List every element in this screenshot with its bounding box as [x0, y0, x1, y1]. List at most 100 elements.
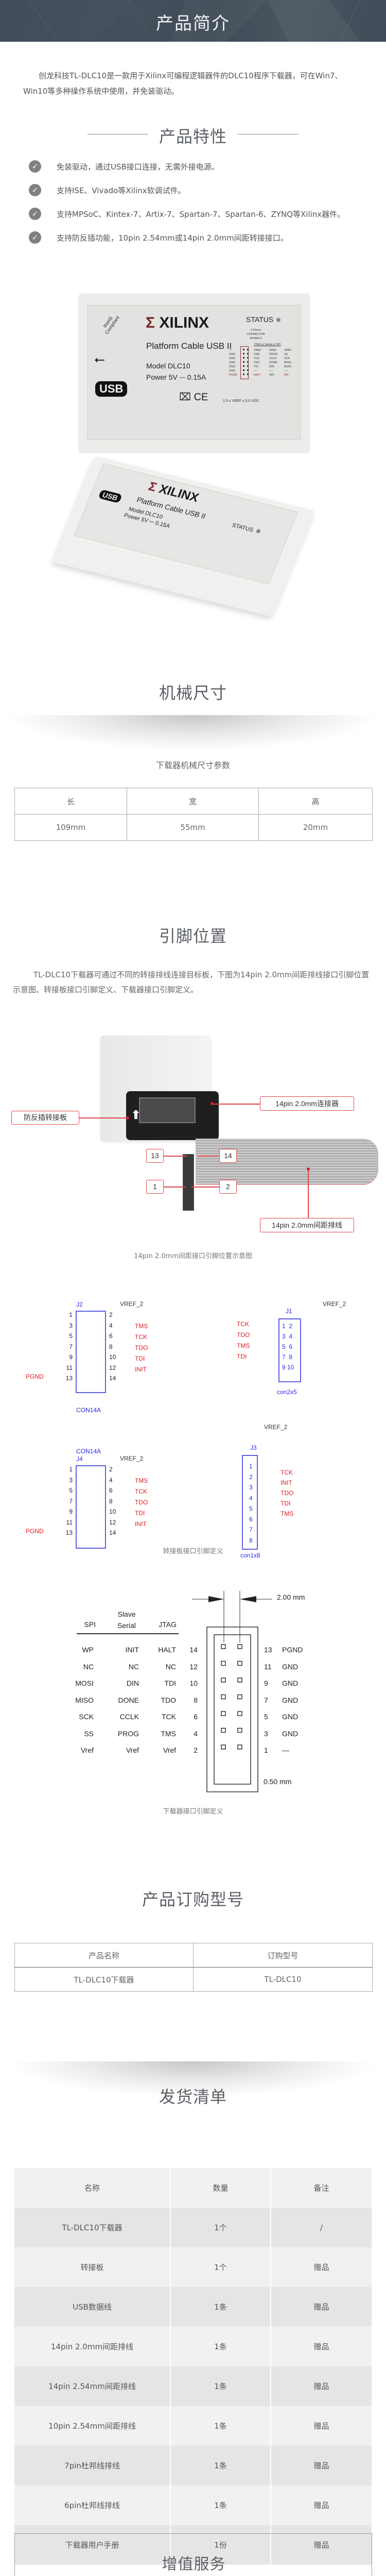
weee-ce-icon: ⌧ CE: [179, 392, 208, 403]
j4-vref: VREF_2: [120, 1455, 144, 1462]
header-pad: [221, 1660, 226, 1666]
pin-number: 2: [109, 1466, 113, 1473]
table-cell: 赠品: [271, 2366, 372, 2406]
pin-number: 4: [249, 1494, 253, 1502]
table-header-cell: 高: [258, 788, 373, 815]
status-led: STATUS: [246, 315, 281, 324]
j1-vref: VREF_2: [323, 1300, 346, 1308]
net-label: TCK: [135, 1333, 147, 1341]
schematic-j2: [76, 1311, 106, 1393]
section-shadow: [5, 2061, 381, 2097]
pin-pair: 1 2: [282, 1323, 293, 1330]
net-label: TDI: [280, 1500, 291, 1507]
table-cell: 转接板: [14, 2247, 171, 2287]
callout-connector: 14pin 2.0mm连接器: [260, 1096, 354, 1111]
pin-number: 7: [249, 1526, 253, 1533]
net-label: TCK: [237, 1320, 249, 1328]
table-cell: 1条: [171, 2287, 271, 2327]
pin-number: 14: [109, 1529, 116, 1536]
callout-cable: 14pin 2.0mm间距排线: [260, 1218, 354, 1232]
col-header-jtag: JTAG: [159, 1620, 177, 1629]
pin-number: 1: [264, 1746, 268, 1754]
table-cell: USB数据线: [14, 2287, 171, 2327]
pin-number: 5: [249, 1505, 253, 1512]
ordering-table: 产品名称 订购型号 TL-DLC10下载器 TL-DLC10: [14, 1943, 373, 1992]
product-photo-angled: Σ XILINX Platform Cable USB II Model DLC…: [52, 451, 315, 617]
net-label: TMS: [237, 1342, 250, 1349]
dimensions-title: 机械尺寸: [159, 683, 227, 703]
j2-part: CON14A: [76, 1406, 101, 1414]
callout-line: [212, 1104, 260, 1105]
check-icon: ✓: [29, 160, 41, 173]
feature-item: ✓支持防反插功能，10pin 2.54mm或14pin 2.0mm间距转接接口。: [29, 226, 369, 249]
table-cell: 7pin杜邦线排线: [14, 2446, 171, 2485]
net-label: TDI: [237, 1353, 247, 1360]
power-label: Power 5V ⎓ 0.15A: [146, 373, 206, 381]
pin-number: 7: [264, 1696, 268, 1704]
pin-number: 2: [249, 1473, 253, 1481]
table-cell: 1个: [171, 2247, 271, 2287]
callout-line: [191, 1187, 219, 1188]
section-shadow: [5, 715, 381, 751]
table-row: 109mm 55mm 20mm: [14, 814, 373, 841]
table-header-cell: 数量: [171, 2168, 271, 2208]
header-pad: [237, 1744, 242, 1750]
dimensions-table: 长 宽 高 109mm 55mm 20mm: [14, 788, 373, 841]
table-cell: 赠品: [271, 2525, 372, 2565]
table-cell: 1条: [171, 2446, 271, 2485]
jtag-signal: TCK: [162, 1713, 176, 1721]
pin-number: 9: [264, 1679, 268, 1687]
table-cell: 55mm: [127, 814, 259, 841]
product-photo-top: RoHS Compliant ⭠ USB Σ XILINX Platform C…: [79, 294, 310, 452]
header-banner: 产品简介: [0, 0, 386, 42]
j3-part: con1x8: [240, 1552, 260, 1559]
table-header-cell: 产品名称: [14, 1943, 194, 1968]
net-label: TCK: [135, 1488, 147, 1495]
pin-number: 4: [109, 1476, 113, 1484]
callout-line: [164, 1156, 187, 1157]
table-header-row: 长 宽 高: [14, 788, 373, 815]
model-label: Model DLC10: [146, 362, 190, 370]
table-cell: 14pin 2.0mm间距排线: [14, 2327, 171, 2366]
table-cell: 1条: [171, 2485, 271, 2525]
photo-caption: 14pin 2.0mm间距接口引脚位置示意图: [134, 1252, 252, 1260]
spi-signal: MOSI: [75, 1679, 94, 1687]
pin-number: 4: [109, 1321, 113, 1329]
pin-pair: 5 6: [282, 1343, 293, 1350]
table-header-cell: 宽: [127, 788, 259, 815]
table-row: TL-DLC10下载器 TL-DLC10: [14, 1967, 373, 1992]
callout-line: [164, 1187, 185, 1188]
callout-line: [198, 1156, 219, 1157]
pin-number: 7: [69, 1497, 73, 1505]
pin-number: 9: [69, 1353, 73, 1361]
pin-number: 2: [194, 1746, 198, 1754]
serial-signal: CCLK: [119, 1713, 139, 1721]
header-pad: [237, 1644, 242, 1649]
table-cell: TL-DLC10: [193, 1967, 373, 1992]
header-pad: [237, 1727, 242, 1733]
jtag-signal: NC: [165, 1662, 176, 1671]
spi-signal: SS: [84, 1729, 94, 1738]
ribbon-connector: [183, 1154, 194, 1211]
feature-text: 支持ISE、Vivado等Xilinx软调试件。: [57, 185, 186, 195]
j4-pgnd: PGND: [26, 1528, 44, 1535]
col-header-spi: SPI: [84, 1620, 96, 1629]
pin-number: 11: [264, 1662, 272, 1671]
net-label: TMS: [280, 1510, 294, 1517]
serial-signal: DONE: [118, 1696, 139, 1704]
gnd-signal: GND: [282, 1679, 299, 1687]
header-pad: [221, 1694, 226, 1700]
gnd-signal: GND: [282, 1662, 299, 1671]
header-pad: [221, 1727, 226, 1733]
